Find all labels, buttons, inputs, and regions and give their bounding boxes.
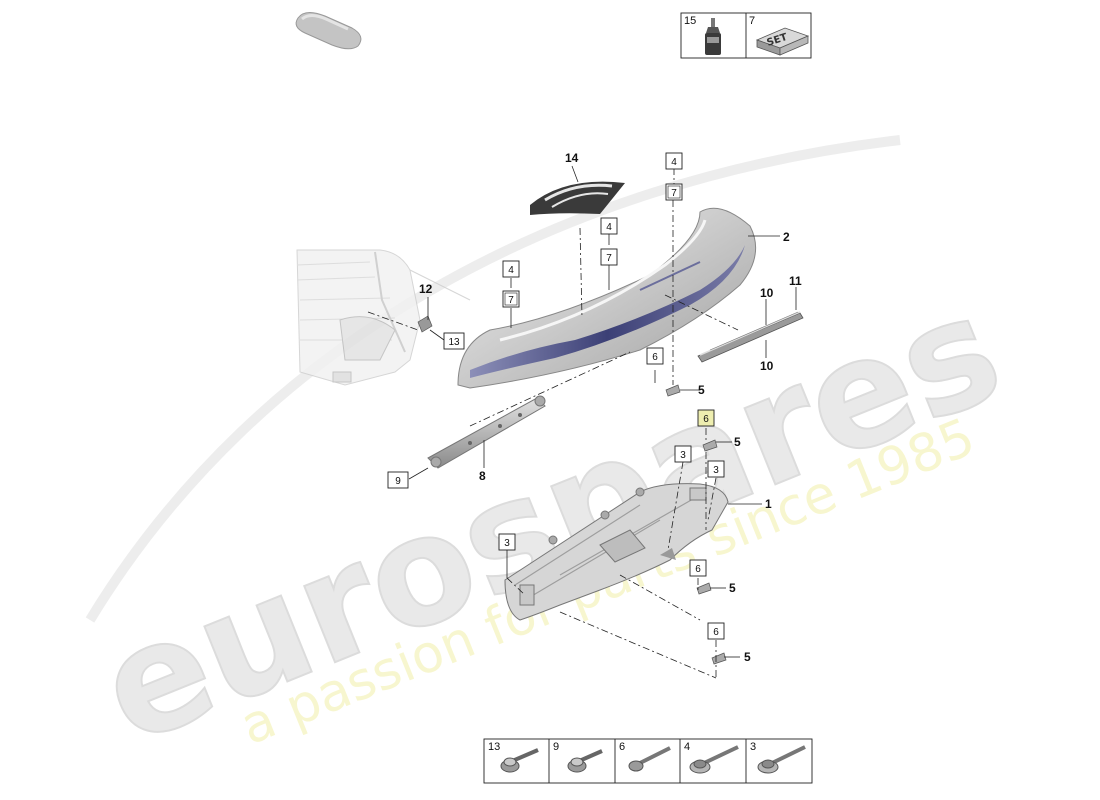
- paint-swatch-icon: [295, 12, 362, 50]
- ref-box-4-left: 4: [502, 260, 520, 278]
- fastener-num-3: 3: [750, 741, 756, 753]
- ref-box-3-c: 3: [498, 533, 516, 551]
- ref-box-7-mid: 7: [600, 248, 618, 266]
- fastener-num-6: 6: [619, 741, 625, 753]
- callout-12: 12: [419, 282, 433, 296]
- ref-box-4-top: 4: [665, 152, 683, 170]
- callout-numbers: 14 2 10 11 10 12 8 5 5 1 5 5: [419, 151, 802, 664]
- svg-text:7: 7: [606, 253, 612, 264]
- ref-box-6-d: 6: [707, 622, 725, 640]
- callout-10-upper: 10: [760, 286, 774, 300]
- car-body-rear-section: [296, 249, 471, 386]
- top-table-num-15: 15: [684, 15, 696, 27]
- svg-text:6: 6: [652, 352, 658, 363]
- watermark-swoosh: [85, 135, 901, 623]
- spoiler-decal-part-14: [530, 181, 625, 215]
- fastener-num-9: 9: [553, 741, 559, 753]
- clip-nut-parts-5: [417, 315, 727, 665]
- ref-box-9: 9: [387, 471, 409, 489]
- ref-box-13: 13: [443, 332, 465, 350]
- flange-bolt-icon: [500, 748, 539, 773]
- ref-box-6-a: 6: [646, 347, 664, 365]
- adhesive-bottle-icon: [705, 18, 721, 55]
- ref-box-4-mid: 4: [600, 217, 618, 235]
- svg-text:9: 9: [395, 476, 401, 487]
- ref-box-3-b: 3: [707, 460, 725, 478]
- spoiler-seal-parts-10-11: [697, 311, 804, 363]
- svg-text:6: 6: [713, 627, 719, 638]
- callout-8: 8: [479, 469, 486, 483]
- ref-box-7-top: 7: [665, 183, 683, 201]
- washer-bolt-icon: [757, 745, 806, 774]
- svg-text:3: 3: [680, 450, 686, 461]
- callout-5-b: 5: [734, 435, 741, 449]
- fastener-num-13: 13: [488, 741, 500, 753]
- svg-text:7: 7: [508, 295, 514, 306]
- svg-text:4: 4: [606, 222, 612, 233]
- top-parts-table: 15 7 SET: [680, 12, 812, 59]
- ref-box-3-a: 3: [674, 445, 692, 463]
- reference-boxes: 4 7 4 7 4 7 13 6: [387, 152, 725, 640]
- fastener-num-4: 4: [684, 741, 690, 753]
- svg-text:4: 4: [508, 265, 514, 276]
- bolt-icon: [628, 746, 671, 772]
- washer-bolt-icon: [689, 745, 739, 774]
- callout-10-lower: 10: [760, 359, 774, 373]
- callout-5-d: 5: [744, 650, 751, 664]
- callout-2: 2: [783, 230, 790, 244]
- callout-14: 14: [565, 151, 579, 165]
- svg-text:6: 6: [703, 414, 709, 425]
- svg-text:3: 3: [713, 465, 719, 476]
- watermark: eurospares a passion for parts since 198…: [77, 135, 1024, 779]
- ref-box-6-b: 6: [697, 409, 715, 427]
- set-box-icon: SET: [755, 27, 810, 56]
- mounting-bracket-part-8: [427, 395, 546, 469]
- fastener-table: 13 9 6 4 3: [483, 738, 813, 784]
- ref-box-6-c: 6: [689, 559, 707, 577]
- ref-box-7-left: 7: [502, 290, 520, 308]
- flange-bolt-icon: [567, 749, 603, 773]
- leader-lines: [367, 165, 797, 679]
- callout-11: 11: [789, 274, 802, 288]
- callout-5-a: 5: [698, 383, 705, 397]
- svg-text:13: 13: [448, 337, 460, 348]
- callout-5-c: 5: [729, 581, 736, 595]
- svg-text:4: 4: [671, 157, 677, 168]
- svg-text:3: 3: [504, 538, 510, 549]
- svg-text:6: 6: [695, 564, 701, 575]
- rear-spoiler-part-2: [457, 207, 757, 389]
- callout-1: 1: [765, 497, 772, 511]
- svg-text:7: 7: [671, 188, 677, 199]
- top-table-num-7: 7: [749, 15, 755, 27]
